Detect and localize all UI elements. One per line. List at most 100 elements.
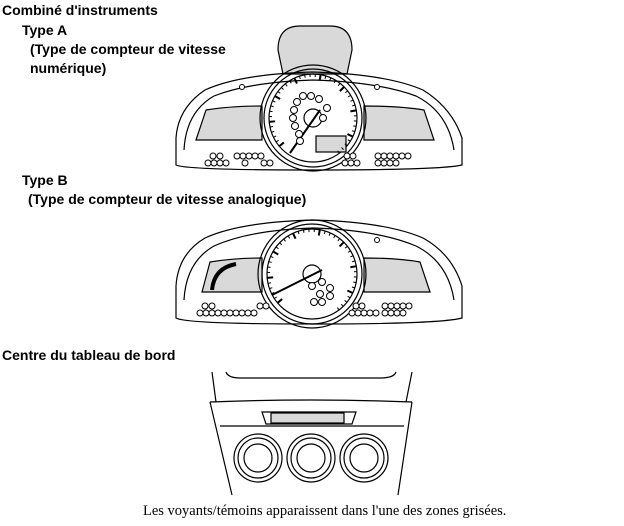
center-title: Centre du tableau de bord xyxy=(2,347,176,363)
indicator-lamp xyxy=(318,298,326,306)
cluster-type-b xyxy=(175,219,463,329)
indicator-lamp xyxy=(262,302,270,310)
indicator-lamp xyxy=(349,152,357,160)
indicator-lamp xyxy=(290,437,332,479)
indicator-lamp xyxy=(318,278,326,286)
indicator-lamp xyxy=(392,152,400,160)
indicator-lamp xyxy=(353,159,361,167)
indicator-lamp xyxy=(380,152,388,160)
left-display xyxy=(195,105,263,141)
indicator-lamp xyxy=(374,159,382,167)
indicator-lamp xyxy=(243,443,273,473)
indicator-lamp xyxy=(241,159,249,167)
indicator-lamp xyxy=(387,302,395,310)
indicator-lamp xyxy=(360,309,368,317)
indicator-lamp xyxy=(307,92,315,100)
indicator-lamp xyxy=(380,159,388,167)
indicator-lamp xyxy=(381,309,389,317)
indicator-lamp xyxy=(366,309,374,317)
indicator-lamp xyxy=(381,302,389,310)
right-display xyxy=(363,105,435,141)
indicator-lamp xyxy=(326,292,334,300)
indicator-lamp xyxy=(404,152,412,160)
indicator-lamp xyxy=(296,443,326,473)
caption: Les voyants/témoins apparaissent dans l'… xyxy=(143,503,507,519)
indicator-lamp xyxy=(347,159,355,167)
digital-speed-display xyxy=(315,135,347,153)
indicator-lamp xyxy=(216,152,224,160)
indicator-lamp xyxy=(354,309,362,317)
indicator-lamp xyxy=(339,433,389,483)
indicator-lamp xyxy=(323,104,331,112)
indicator-lamp xyxy=(251,152,259,160)
indicator-lamp xyxy=(238,309,246,317)
cluster-type-a xyxy=(175,25,463,172)
center-console xyxy=(209,371,413,496)
indicator-lamp xyxy=(201,302,209,310)
indicator-lamp xyxy=(343,152,351,160)
indicator-lamp xyxy=(316,290,324,298)
indicator-lamp xyxy=(208,309,216,317)
indicator-lamp xyxy=(326,284,334,292)
indicator-lamp xyxy=(290,106,298,114)
indicator-lamp xyxy=(296,137,304,145)
indicator-lamp xyxy=(266,159,274,167)
indicator-lamp xyxy=(222,159,230,167)
indicator-lamp xyxy=(239,152,247,160)
indicator-lamp xyxy=(393,309,401,317)
indicator-lamp xyxy=(319,114,327,122)
indicator-lamp xyxy=(343,437,385,479)
type-b-desc: (Type de compteur de vitesse analogique) xyxy=(28,191,307,207)
indicator-lamp xyxy=(405,302,413,310)
indicator-lamp xyxy=(210,159,218,167)
right-display-b xyxy=(363,257,431,293)
type-a-label: Type A xyxy=(22,22,68,38)
indicator-lamp xyxy=(393,302,401,310)
indicator-lamp xyxy=(244,309,252,317)
indicator-lamp xyxy=(352,302,360,310)
indicator-lamp xyxy=(291,122,299,130)
indicator-lamp xyxy=(233,433,283,483)
section-title: Combiné d'instruments xyxy=(2,2,158,18)
indicator-lamp xyxy=(220,309,228,317)
indicator-lamp xyxy=(372,309,380,317)
type-a-desc-1: (Type de compteur de vitesse xyxy=(30,41,226,57)
indicator-lamp xyxy=(256,302,264,310)
indicator-lamp xyxy=(289,114,297,122)
indicator-lamp xyxy=(233,152,241,160)
indicator-lamp xyxy=(204,159,212,167)
type-a-desc-2: numérique) xyxy=(30,60,107,76)
indicator-lamp xyxy=(310,298,318,306)
indicator-lamp xyxy=(386,152,394,160)
indicator-lamp xyxy=(295,130,303,138)
head-up-display xyxy=(277,25,353,75)
indicator-lamp xyxy=(399,302,407,310)
indicator-lamp xyxy=(202,309,210,317)
left-display-b xyxy=(201,257,263,293)
indicator-lamp xyxy=(358,302,366,310)
indicator-lamp xyxy=(398,152,406,160)
indicator-lamp xyxy=(245,152,253,160)
indicator-lamp xyxy=(209,152,217,160)
indicator-lamp xyxy=(216,159,224,167)
indicator-lamp xyxy=(286,433,336,483)
indicator-lamp xyxy=(386,159,394,167)
indicator-lamp xyxy=(387,309,395,317)
indicator-lamp xyxy=(232,309,240,317)
indicator-lamp xyxy=(348,309,356,317)
indicator-lamp xyxy=(374,152,382,160)
indicator-lamp xyxy=(196,309,204,317)
indicator-lamp xyxy=(237,437,279,479)
indicator-lamp xyxy=(392,159,400,167)
center-indicator-display xyxy=(270,412,345,424)
indicator-lamp xyxy=(299,92,307,100)
indicator-lamp xyxy=(349,443,379,473)
type-b-label: Type B xyxy=(22,172,68,188)
indicator-lamp xyxy=(260,159,268,167)
indicator-lamp xyxy=(226,309,234,317)
indicator-lamp xyxy=(214,309,222,317)
indicator-lamp xyxy=(293,98,301,106)
indicator-lamp xyxy=(308,282,316,290)
